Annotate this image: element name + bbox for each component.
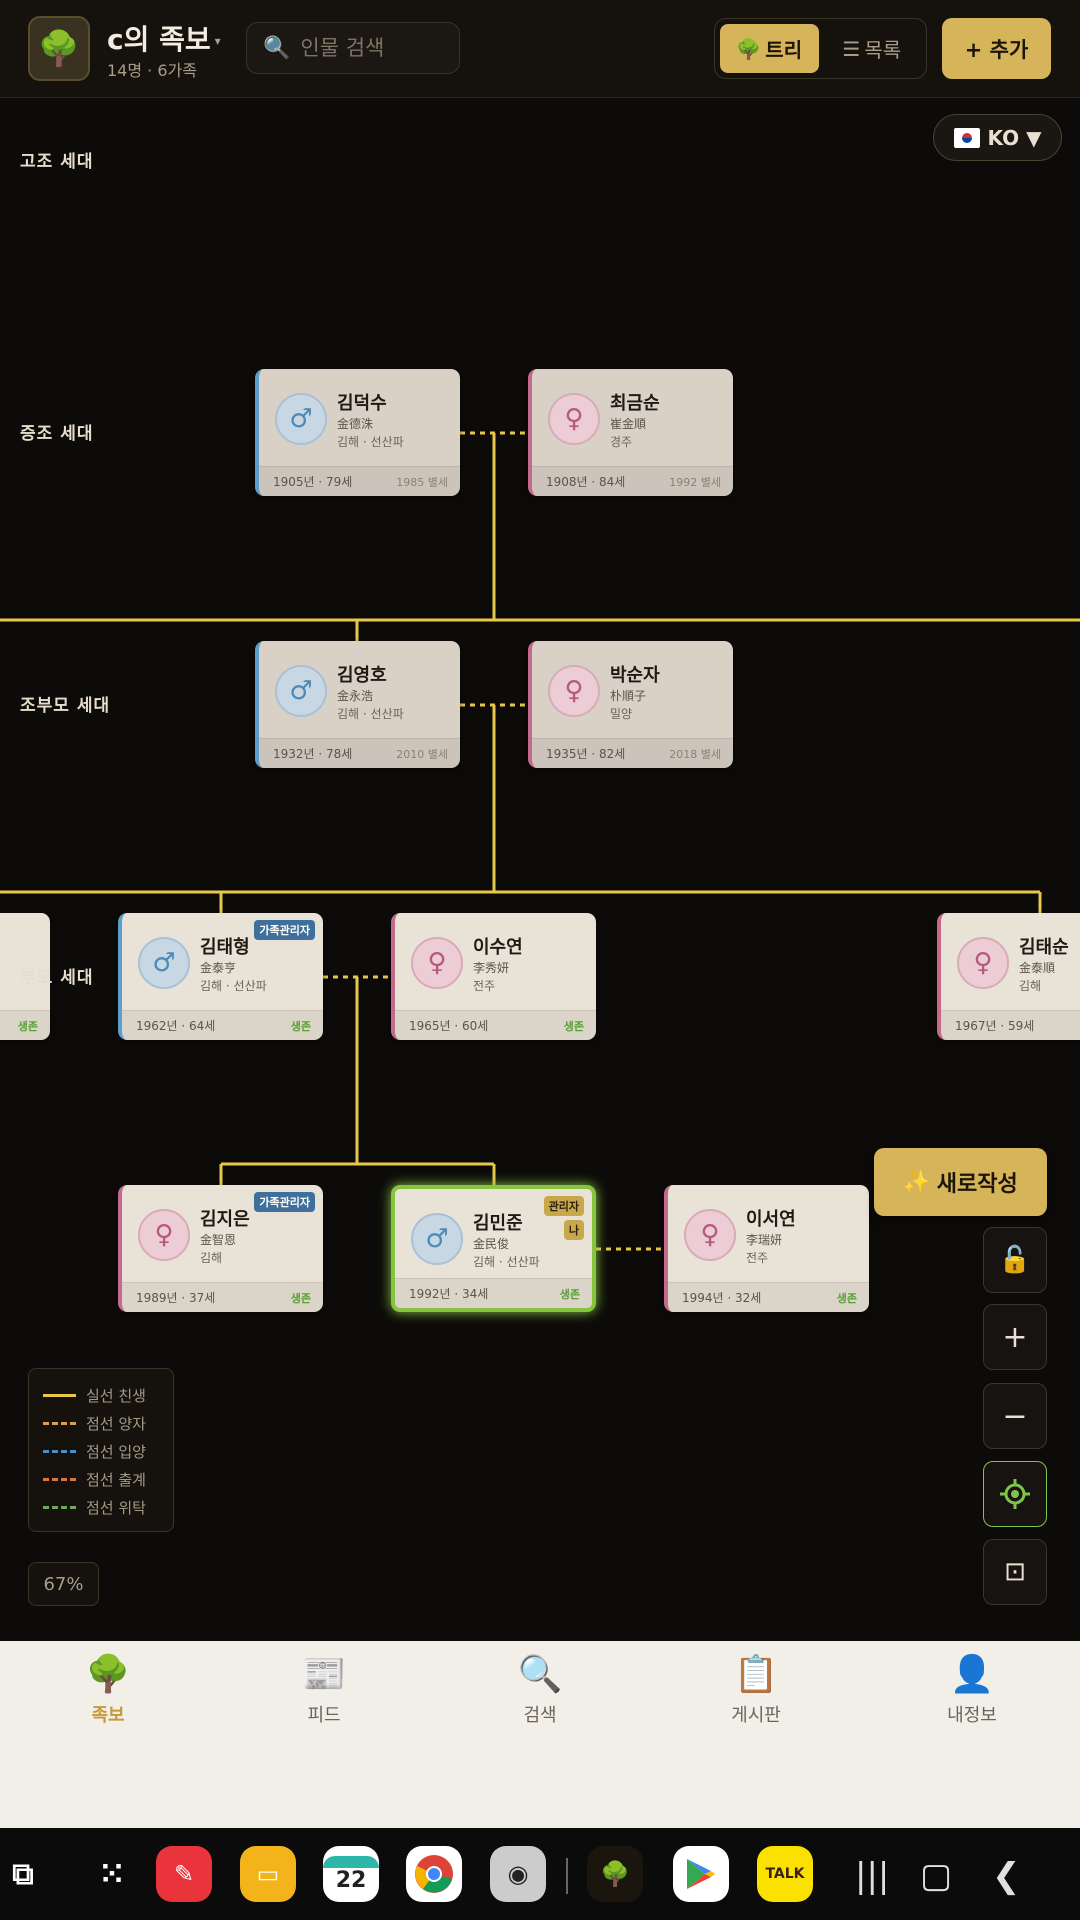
legend-item: 점선 출계 (43, 1465, 159, 1493)
add-person-button[interactable]: + 추가 (942, 18, 1051, 79)
family-tree-canvas[interactable]: 고조 세대 증조 세대 조부모 세대 KO ▼ ♂ 김덕수 金德洙 김해 · 선… (0, 99, 1080, 1641)
plus-icon: + (1002, 1319, 1028, 1355)
male-icon: ♂ (275, 393, 327, 445)
list-view-button[interactable]: ☰목록 (842, 36, 902, 63)
new-post-button[interactable]: ✨새로작성 (874, 1148, 1047, 1216)
kakaotalk-app-icon[interactable]: TALK (757, 1846, 813, 1902)
minus-icon: − (1002, 1398, 1028, 1434)
crosshair-icon (1000, 1479, 1030, 1509)
nav-board[interactable]: 📋게시판 (696, 1653, 816, 1727)
search-icon: 🔍 (263, 35, 291, 61)
search-box[interactable]: 🔍 (246, 22, 460, 74)
generation-label: 고조 세대 (20, 152, 94, 172)
person-card[interactable]: 생존 (0, 913, 50, 1040)
male-icon: ♂ (138, 937, 190, 989)
generation-label: 조부모 세대 (20, 696, 111, 716)
me-badge: 나 (563, 1220, 584, 1240)
nav-feed[interactable]: 📰피드 (264, 1653, 384, 1727)
lock-icon: 🔓 (998, 1245, 1032, 1275)
user-icon: 👤 (949, 1654, 995, 1695)
female-icon: ♀ (138, 1209, 190, 1261)
generation-label: 증조 세대 (20, 424, 94, 444)
view-toggle: 🌳트리 ☰목록 (714, 18, 927, 79)
family-summary: 14명 · 6가족 (107, 61, 197, 80)
zoom-out-button[interactable]: − (983, 1383, 1047, 1449)
chevron-down-icon[interactable]: ▾ (214, 34, 221, 48)
app-drawer-icon[interactable]: ⁙ (99, 1856, 125, 1892)
nav-profile[interactable]: 👤내정보 (912, 1653, 1032, 1727)
home-button[interactable]: ▢ (920, 1856, 953, 1896)
person-card[interactable]: ♀ 김태순 金泰順 김해 1967년 · 59세생존 (937, 913, 1080, 1040)
generation-label: 부모 세대 (20, 968, 94, 988)
app-header: 🌳 c의 족보▾ 14명 · 6가족 🔍 🌳트리 ☰목록 + 추가 (0, 0, 1080, 98)
lock-button[interactable]: 🔓 (983, 1227, 1047, 1293)
back-button[interactable]: ❮ (992, 1856, 1021, 1896)
legend-item: 실선 친생 (43, 1381, 159, 1409)
play-store-icon[interactable] (673, 1846, 729, 1902)
female-icon: ♀ (411, 937, 463, 989)
fit-screen-icon: ⊡ (1004, 1557, 1026, 1587)
recent-apps-icon[interactable]: ⧉ (12, 1856, 34, 1892)
tree-icon: 🌳 (736, 36, 762, 61)
legend-item: 점선 양자 (43, 1409, 159, 1437)
connection-lines (0, 431, 1080, 1251)
korea-flag-icon (953, 127, 980, 148)
female-icon: ♀ (548, 393, 600, 445)
recents-button[interactable]: ||| (855, 1856, 890, 1896)
search-icon: 🔍 (517, 1654, 563, 1695)
family-tree-app-icon[interactable]: 🌳 (587, 1846, 643, 1902)
male-icon: ♂ (411, 1213, 463, 1265)
bottom-navigation: 🌳족보 📰피드 🔍검색 📋게시판 👤내정보 (0, 1641, 1080, 1828)
family-admin-badge: 가족관리자 (254, 920, 315, 940)
family-title[interactable]: c의 족보▾ (107, 23, 221, 56)
list-icon: ☰ (842, 36, 861, 61)
family-admin-badge: 가족관리자 (254, 1192, 315, 1212)
newspaper-icon: 📰 (301, 1654, 347, 1695)
tree-logo-icon[interactable]: 🌳 (28, 16, 90, 81)
nav-tree[interactable]: 🌳족보 (48, 1653, 168, 1727)
tree-icon: 🌳 (85, 1654, 131, 1695)
nav-search[interactable]: 🔍검색 (480, 1653, 600, 1727)
files-app-icon[interactable]: ▭ (240, 1846, 296, 1902)
locate-me-button[interactable] (983, 1461, 1047, 1527)
system-navigation-bar: ⧉ ⁙ ✎ ▭ 22 ◉ 🌳 TALK ||| ▢ ❮ (0, 1828, 1080, 1920)
male-icon: ♂ (275, 665, 327, 717)
line-legend: 실선 친생 점선 양자 점선 입양 점선 출계 점선 위탁 (28, 1368, 174, 1532)
sparkles-icon: ✨ (903, 1169, 931, 1195)
language-selector[interactable]: KO ▼ (933, 114, 1062, 161)
legend-item: 점선 위탁 (43, 1493, 159, 1521)
calendar-app-icon[interactable]: 22 (323, 1846, 379, 1902)
clipboard-icon: 📋 (733, 1654, 779, 1695)
camera-app-icon[interactable]: ◉ (490, 1846, 546, 1902)
search-input[interactable] (300, 36, 451, 60)
fit-screen-button[interactable]: ⊡ (983, 1539, 1047, 1605)
chrome-app-icon[interactable] (406, 1846, 462, 1902)
legend-item: 점선 입양 (43, 1437, 159, 1465)
zoom-in-button[interactable]: + (983, 1304, 1047, 1370)
female-icon: ♀ (957, 937, 1009, 989)
female-icon: ♀ (684, 1209, 736, 1261)
tree-view-button[interactable]: 🌳트리 (720, 24, 819, 73)
zoom-level-indicator: 67% (28, 1562, 99, 1606)
admin-badge: 관리자 (543, 1196, 584, 1216)
female-icon: ♀ (548, 665, 600, 717)
notes-app-icon[interactable]: ✎ (156, 1846, 212, 1902)
